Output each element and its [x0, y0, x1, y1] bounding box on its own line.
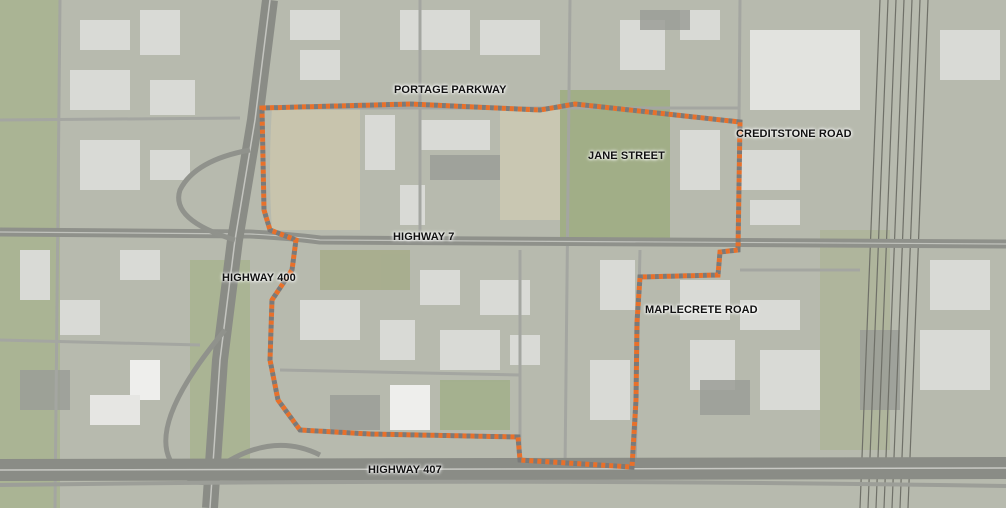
site-boundary [259, 101, 743, 470]
jane-street-label: JANE STREET [588, 150, 665, 162]
interchange-ramp [176, 147, 251, 243]
highway-400-label: HIGHWAY 400 [222, 272, 296, 284]
portage-parkway-label: PORTAGE PARKWAY [394, 84, 507, 96]
building-blocks [20, 10, 1000, 430]
maplecrete-road-label: MAPLECRETE ROAD [645, 304, 758, 316]
highway-407-label: HIGHWAY 407 [368, 464, 442, 476]
creditstone-road-label: CREDITSTONE ROAD [736, 128, 852, 140]
parking-lots [20, 10, 900, 430]
open-lot [500, 110, 560, 220]
open-field [270, 108, 360, 230]
rail-yard [859, 0, 929, 508]
highway-7-label: HIGHWAY 7 [393, 231, 455, 243]
